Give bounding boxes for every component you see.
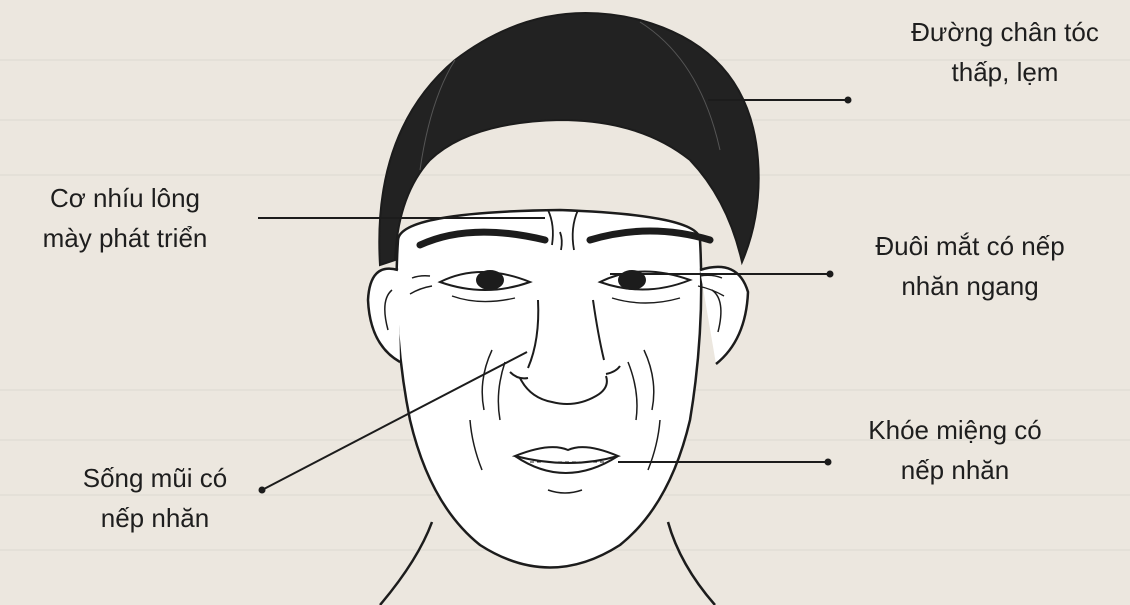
label-eye: Đuôi mắt có nếp nhăn ngang — [840, 226, 1100, 306]
right-ear — [700, 267, 748, 364]
label-brow-line1: Cơ nhíu lông — [0, 178, 250, 218]
label-mouth-line1: Khóe miệng có — [820, 410, 1090, 450]
label-nose-line1: Sống mũi có — [40, 458, 270, 498]
label-nose-line2: nếp nhăn — [40, 498, 270, 538]
label-eye-line1: Đuôi mắt có nếp — [840, 226, 1100, 266]
left-ear — [368, 269, 400, 362]
label-eye-line2: nhăn ngang — [840, 266, 1100, 306]
face-outline — [397, 210, 702, 568]
label-mouth-line2: nếp nhăn — [820, 450, 1090, 490]
dot-icon — [845, 97, 852, 104]
label-hairline: Đường chân tóc thấp, lẹm — [880, 12, 1130, 92]
label-brow-line2: mày phát triển — [0, 218, 250, 258]
label-hairline-line1: Đường chân tóc — [880, 12, 1130, 52]
label-brow: Cơ nhíu lông mày phát triển — [0, 178, 250, 258]
label-mouth: Khóe miệng có nếp nhăn — [820, 410, 1090, 490]
dot-icon — [827, 271, 834, 278]
label-hairline-line2: thấp, lẹm — [880, 52, 1130, 92]
label-nose: Sống mũi có nếp nhăn — [40, 458, 270, 538]
